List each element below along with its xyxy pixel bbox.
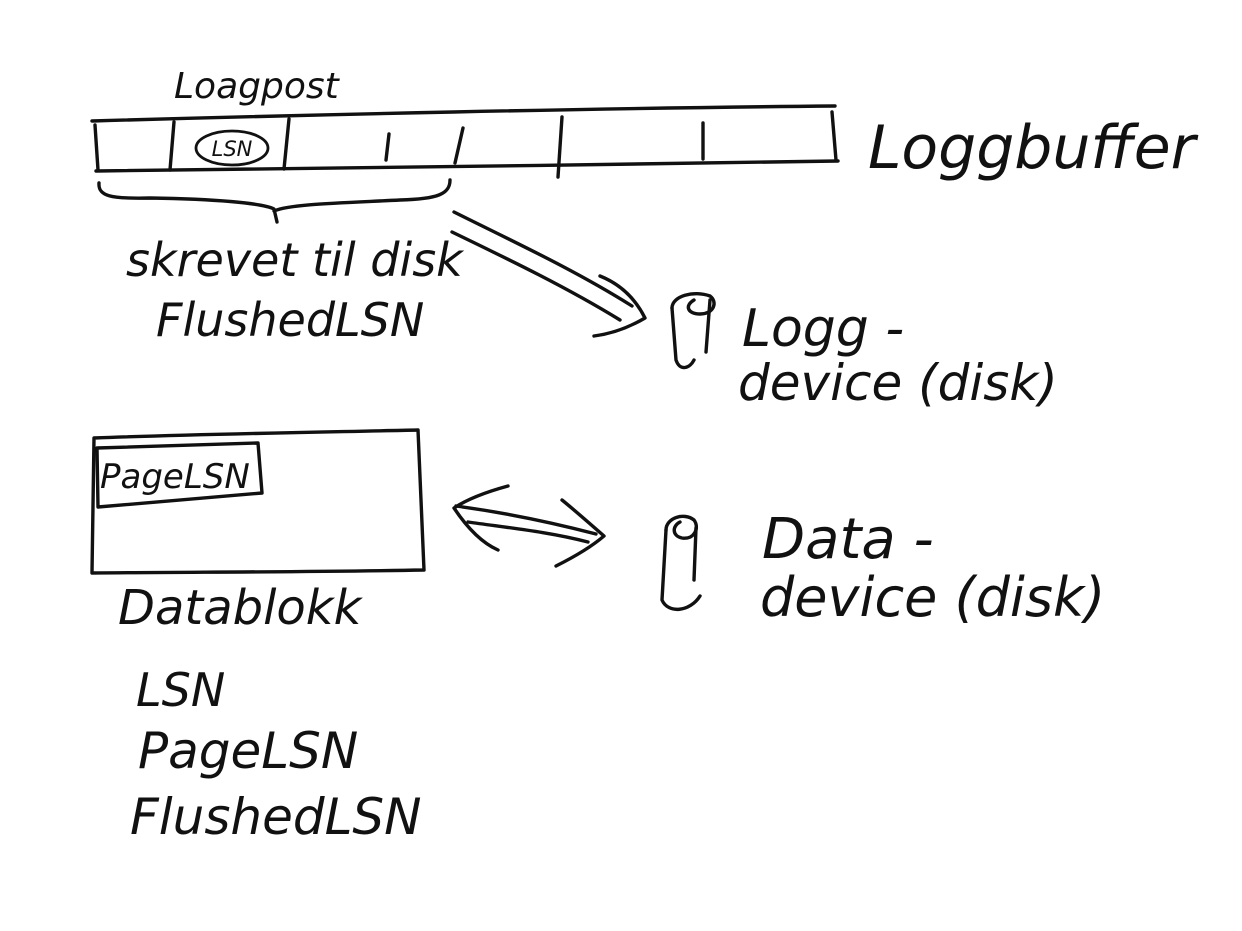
log-record-divider [453,126,465,165]
flush-arrow-shaft [452,210,634,308]
flushed-lsn-note-label: FlushedLSN [156,293,424,347]
term-page-lsn: PageLSN [138,722,358,780]
log-buffer-label: Loggbuffer [868,113,1199,183]
flush-arrow [450,210,647,338]
data-device-label-line1: Data - [762,507,934,572]
io-arrow [452,484,606,568]
log-device-label-line2: device (disk) [738,354,1058,412]
data-device-cylinder-icon [660,514,702,611]
lsn-marker-label: LSN [212,137,253,161]
log-device-label-line1: Logg - [742,299,904,359]
io-arrow-shaft [454,504,598,536]
log-record-divider [384,132,391,162]
io-arrow-right-head [554,498,606,568]
log-record-divider [556,115,564,179]
page-lsn-box-outline [95,441,264,509]
written-to-disk-label: skrevet til disk [126,233,465,287]
flushed-brace [97,178,452,224]
page-lsn-box-label: PageLSN [100,457,250,497]
log-device-cylinder-icon [670,291,716,370]
data-block-label: Datablokk [118,580,364,636]
io-arrow-left-head [452,484,510,552]
data-block: PageLSN [90,428,426,575]
term-lsn: LSN [136,663,225,717]
lsn-oval [194,129,270,167]
flush-arrow-shaft [450,230,622,322]
log-buffer-right-end [830,110,838,162]
log-buffer-top-edge [90,104,837,123]
flush-arrow-head [592,274,647,338]
io-arrow-shaft [466,520,590,544]
term-flushed-lsn: FlushedLSN [130,788,422,846]
log-record-divider [282,117,291,171]
log-record-divider [168,120,176,172]
lsn-marker: LSN [194,129,270,167]
log-buffer-bottom-edge [94,159,840,173]
log-buffer-left-end [93,123,100,172]
data-block-outline [90,428,426,575]
log-record-label: Loagpost [174,66,341,107]
data-device-label-line2: device (disk) [760,566,1105,629]
log-buffer [90,104,840,179]
